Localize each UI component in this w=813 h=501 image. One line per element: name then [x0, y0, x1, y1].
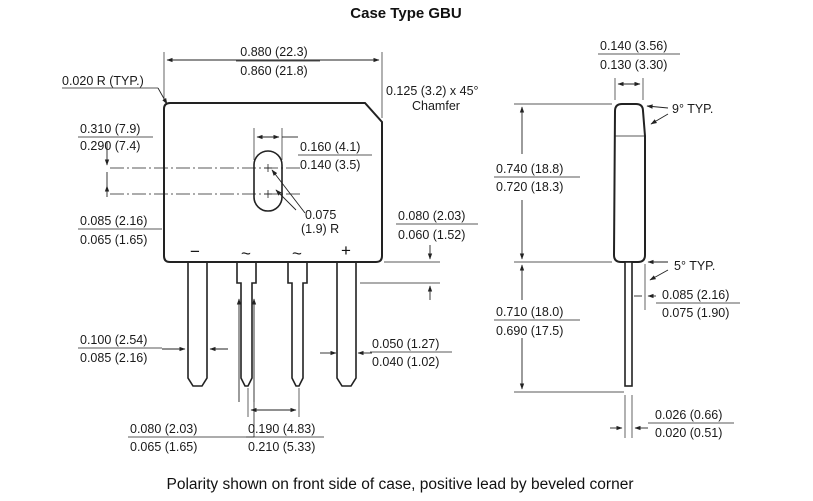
hole-height-min-label: 0.290 (7.4)	[80, 139, 140, 153]
width-min-label: 0.860 (21.8)	[240, 64, 307, 78]
minus-polarity-mark: −	[190, 242, 200, 261]
slot-radius-label-2: (1.9) R	[301, 222, 339, 236]
pitch-min-label: 0.190 (4.83)	[248, 422, 315, 436]
slot-radius-label-1: 0.075	[305, 208, 336, 222]
drawing-title: Case Type GBU	[350, 5, 461, 22]
top-taper-label: 9° TYP.	[672, 102, 713, 116]
lead-narrow-max-label: 0.080 (2.03)	[130, 422, 197, 436]
lead-2	[236, 261, 257, 387]
chamfer-size-label: 0.125 (3.2) x 45°	[386, 84, 479, 98]
body-height-min-label: 0.720 (18.3)	[496, 180, 563, 194]
lead-offset-max-label: 0.085 (2.16)	[662, 288, 729, 302]
side-lead	[624, 261, 633, 387]
lead-3	[287, 261, 308, 387]
corner-radius-label: 0.020 R (TYP.)	[62, 74, 144, 88]
hole-gap-max-label: 0.085 (2.16)	[80, 214, 147, 228]
front-view: − ~ ~ + 0.880 (22.3) 0.860 (21.8) 0.020 …	[62, 45, 479, 454]
width-max-label: 0.880 (22.3)	[240, 45, 307, 59]
plus-polarity-mark: +	[341, 241, 351, 260]
side-thickness-max-label: 0.140 (3.56)	[600, 39, 667, 53]
lead-thickness-max-label: 0.050 (1.27)	[372, 337, 439, 351]
ac-polarity-mark-1: ~	[241, 244, 251, 263]
ac-polarity-mark-2: ~	[292, 244, 302, 263]
lead-width-max-label: 0.100 (2.54)	[80, 333, 147, 347]
lead-offset-min-label: 0.075 (1.90)	[662, 306, 729, 320]
side-lead-thickness-min-label: 0.020 (0.51)	[655, 426, 722, 440]
slot-width-max-label: 0.160 (4.1)	[300, 140, 360, 154]
body-height-max-label: 0.740 (18.8)	[496, 162, 563, 176]
slot-width-min-label: 0.140 (3.5)	[300, 158, 360, 172]
lead-narrow-min-label: 0.065 (1.65)	[130, 440, 197, 454]
side-thickness-min-label: 0.130 (3.30)	[600, 58, 667, 72]
side-view: 0.140 (3.56) 0.130 (3.30) 9° TYP. 0.740 …	[494, 39, 740, 440]
lead-width-min-label: 0.085 (2.16)	[80, 351, 147, 365]
lead-4	[336, 261, 357, 387]
mounting-slot	[253, 150, 283, 212]
lead-length-max-label: 0.710 (18.0)	[496, 305, 563, 319]
hole-gap-min-label: 0.065 (1.65)	[80, 233, 147, 247]
lead-thickness-min-label: 0.040 (1.02)	[372, 355, 439, 369]
lead-length-min-label: 0.690 (17.5)	[496, 324, 563, 338]
lead-1	[187, 261, 208, 387]
step-max-label: 0.080 (2.03)	[398, 209, 465, 223]
bottom-taper-label: 5° TYP.	[674, 259, 715, 273]
step-min-label: 0.060 (1.52)	[398, 228, 465, 242]
polarity-caption: Polarity shown on front side of case, po…	[167, 476, 634, 493]
side-lead-thickness-max-label: 0.026 (0.66)	[655, 408, 722, 422]
pitch-max-label: 0.210 (5.33)	[248, 440, 315, 454]
side-body	[612, 103, 646, 263]
hole-height-max-label: 0.310 (7.9)	[80, 122, 140, 136]
chamfer-text-label: Chamfer	[412, 99, 460, 113]
